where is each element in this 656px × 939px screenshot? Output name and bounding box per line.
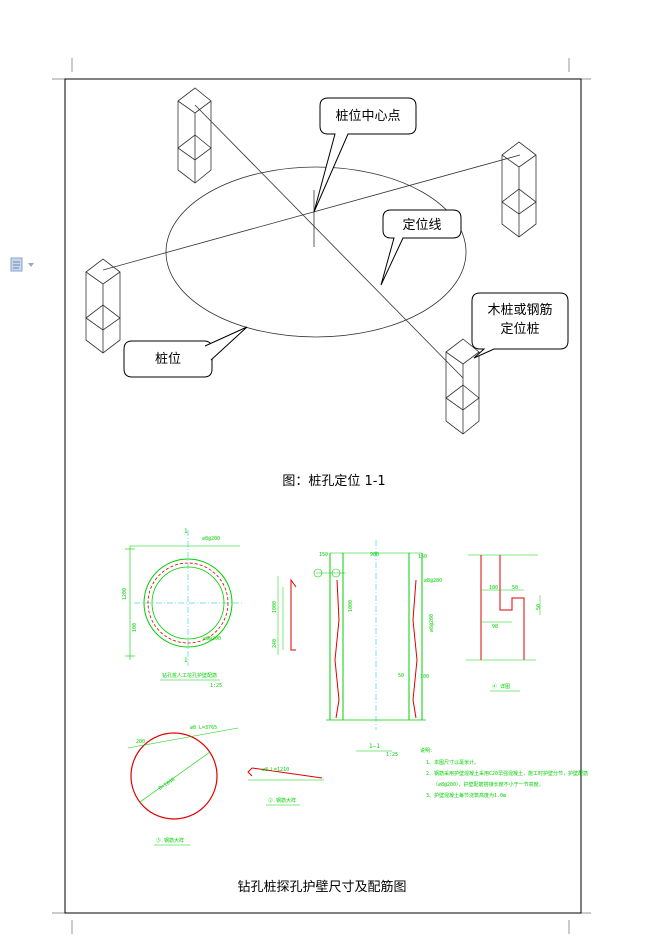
sec-dim-top-left: 150 [319, 552, 328, 558]
pile-positioning-diagram [85, 87, 537, 435]
callout-positioning-line: 定位线 [380, 209, 462, 286]
plan-view: 1 1 ⌀8@200 ⌀8@200 1200 100 钻孔桩人工挖孔护壁配筋 1… [122, 528, 244, 689]
notes-title: 说明： [420, 747, 435, 754]
callout-pile-text: 桩位 [155, 352, 181, 367]
sec-rebar-right-2: ⌀8@200 [429, 614, 435, 632]
note-3: 3、护壁混凝土每节浇筑高度为1.0m [426, 792, 506, 799]
section-title: 1—1 [369, 743, 380, 750]
drawing-notes: 说明： 1、本图尺寸以毫米计。 2、钢筋采用护壁混凝土采用C20早强混凝土，施工… [420, 747, 588, 799]
detail-view: 100 50 98 50 ④ 详图 [466, 554, 542, 692]
pile-ellipse [165, 166, 467, 338]
callout-center-point: 桩位中心点 [313, 97, 417, 213]
figure2-caption: 钻孔桩探孔护壁尺寸及配筋图 [237, 879, 406, 895]
bar2-title: ② 钢筋大样 [268, 797, 296, 804]
rebar-bar-1: 1000 240 [272, 576, 297, 655]
bar1-dim-short: 240 [272, 639, 278, 648]
callout-center-text: 桩位中心点 [335, 109, 400, 124]
plan-title: 钻孔桩人工挖孔护壁配筋 [162, 672, 217, 679]
ring-rebar-view: ⌀8 L=3765 200 D=1040 ③ 钢筋大样 [127, 725, 239, 846]
bar2-label: ⌀8 L=1210 [262, 767, 289, 773]
bar1-dim-long: 1000 [272, 601, 278, 613]
positioning-line-a [194, 104, 464, 379]
ring-label-top: ⌀8 L=3765 [190, 725, 217, 731]
plan-scale: 1:25 [210, 683, 222, 689]
sec-dim-height: 1000 [348, 600, 354, 612]
callout-pile-position: 桩位 [123, 326, 248, 378]
stake-left [85, 258, 121, 354]
sec-dim-top-mid: 900 [370, 552, 379, 558]
stake-top-left [177, 87, 212, 184]
plan-rebar-bottom-label: ⌀8@200 [203, 636, 221, 642]
sec-rebar-right-1: ⌀8@200 [424, 578, 442, 584]
plan-dim-offset: 100 [132, 623, 138, 632]
detail-dim-50: 50 [512, 585, 518, 591]
positioning-line-b [102, 154, 521, 271]
ring-label-diameter: D=1040 [158, 777, 176, 792]
rebar-bar-2: ⌀8 L=1210 ② 钢筋大样 [247, 767, 324, 806]
document-icon[interactable] [10, 257, 36, 273]
sec-dim-top-right: 150 [418, 554, 427, 560]
plan-dim-width: 1200 [122, 588, 128, 600]
page-border [64, 78, 582, 914]
note-2: 2、钢筋采用护壁混凝土采用C20早强混凝土，施工时护壁分节，护壁配筋 [426, 770, 588, 777]
ring-title: ③ 钢筋大样 [156, 837, 184, 844]
detail-dim-side: 50 [536, 604, 542, 610]
detail-title: ④ 详图 [492, 683, 510, 690]
section-view: 150 900 150 1000 ⌀8@200 ⌀8@200 50 100 1—… [313, 540, 442, 758]
note-2b: （⌀8@200），护壁配筋搭接长度不小于一节高度。 [433, 781, 544, 788]
callout-stake-text-1: 木桩或钢筋 [487, 302, 552, 318]
detail-dim-100: 100 [489, 585, 498, 591]
note-1: 1、本图尺寸以毫米计。 [426, 759, 479, 766]
plan-section-mark-bottom: 1 [184, 657, 188, 664]
plan-rebar-top-label: ⌀8@200 [202, 536, 220, 542]
figure1-caption: 图：桩孔定位 1-1 [282, 474, 385, 489]
detail-dim-98: 98 [492, 624, 498, 630]
sec-dim-100: 100 [420, 674, 429, 680]
ring-label-small: 200 [136, 739, 145, 745]
plan-section-mark-top: 1 [184, 528, 188, 535]
callout-stake: 木桩或钢筋 定位桩 [471, 292, 569, 359]
stake-bottom-right [445, 338, 480, 435]
rebar-drawing: 1 1 ⌀8@200 ⌀8@200 1200 100 钻孔桩人工挖孔护壁配筋 1… [122, 528, 588, 846]
sec-dim-50: 50 [398, 673, 404, 679]
section-scale: 1:25 [386, 752, 398, 758]
callout-line-text: 定位线 [402, 218, 441, 233]
stake-top-right [501, 141, 537, 238]
callout-stake-text-2: 定位桩 [500, 322, 539, 337]
